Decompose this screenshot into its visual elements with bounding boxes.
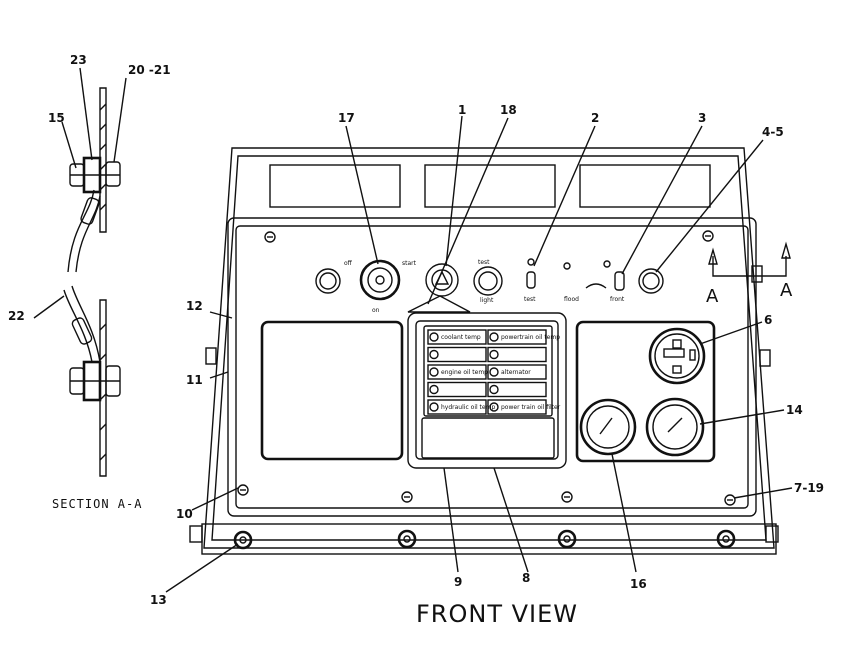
callout-11: 11 bbox=[186, 373, 203, 387]
label-light: light bbox=[480, 297, 494, 304]
label-start: start bbox=[402, 260, 417, 267]
front-view-title: FRONT VIEW bbox=[416, 600, 578, 628]
indicator-lamp-icon bbox=[429, 349, 439, 360]
indicator-label: power train oil filter bbox=[501, 404, 561, 411]
callout-6: 6 bbox=[764, 313, 772, 327]
panel-outline bbox=[189, 147, 779, 555]
indicator-frame bbox=[427, 329, 487, 345]
callout-12: 12 bbox=[186, 299, 203, 313]
indicator-lamp-icon bbox=[489, 402, 499, 412]
indicator-light: hydraulic oil temp bbox=[427, 399, 495, 415]
indicator-frame bbox=[427, 399, 487, 415]
indicator-lamp-icon bbox=[489, 367, 499, 377]
blank-module bbox=[260, 320, 404, 461]
callout-13: 13 bbox=[150, 593, 167, 607]
section-mark-left: A bbox=[706, 286, 719, 307]
callout-2: 2 bbox=[591, 111, 599, 125]
callout-18: 18 bbox=[500, 103, 517, 117]
callout-9: 9 bbox=[454, 575, 462, 589]
indicator-frame bbox=[487, 329, 547, 345]
section-mark-right: A bbox=[780, 280, 793, 301]
callout-14: 14 bbox=[786, 403, 803, 417]
indicator-lamp-icon bbox=[429, 402, 439, 412]
indicator-list: coolant temp powertrain oil temp engine oi… bbox=[427, 329, 561, 415]
indicator-light bbox=[427, 346, 487, 363]
indicator-lamp-icon bbox=[429, 367, 439, 377]
indicator-label: coolant temp bbox=[441, 334, 481, 341]
indicator-frame bbox=[487, 381, 547, 398]
callout-3: 3 bbox=[698, 111, 706, 125]
indicator-label: powertrain oil temp bbox=[501, 334, 560, 341]
callout-22: 22 bbox=[8, 309, 25, 323]
indicator-light bbox=[487, 381, 547, 398]
label-flood: flood bbox=[564, 296, 579, 303]
indicator-label: engine oil temp bbox=[441, 369, 488, 376]
indicator-frame bbox=[427, 381, 487, 398]
callout-7-19: 7-19 bbox=[794, 481, 824, 495]
callout-17: 17 bbox=[338, 111, 355, 125]
gauge-module bbox=[575, 320, 716, 463]
indicator-frame bbox=[487, 364, 547, 380]
indicator-light: powertrain oil temp bbox=[487, 329, 560, 345]
label-on: on bbox=[372, 307, 380, 314]
indicator-label: alternator bbox=[501, 369, 531, 376]
indicator-lamp-icon bbox=[429, 384, 439, 395]
indicator-lamp-icon bbox=[429, 332, 439, 342]
indicator-lamp-icon bbox=[489, 349, 499, 360]
label-test-light-top: test bbox=[478, 259, 490, 266]
indicator-panel bbox=[407, 312, 567, 469]
callout-20-21: 20 -21 bbox=[128, 63, 171, 77]
callout-16: 16 bbox=[630, 577, 647, 591]
callout-10: 10 bbox=[176, 507, 193, 521]
label-off: off bbox=[344, 260, 353, 267]
indicator-light: coolant temp bbox=[427, 329, 487, 345]
leader-lines bbox=[165, 115, 793, 593]
indicator-light: alternator bbox=[487, 364, 547, 380]
indicator-light: engine oil temp bbox=[427, 364, 488, 380]
indicator-light bbox=[427, 381, 487, 398]
indicator-lamp-icon bbox=[489, 332, 499, 342]
indicator-light bbox=[487, 346, 547, 363]
mounting-screws bbox=[233, 230, 736, 550]
section-cut-markers bbox=[708, 241, 791, 277]
callout-4-5: 4-5 bbox=[762, 125, 784, 139]
callout-23: 23 bbox=[70, 53, 87, 67]
control-row bbox=[315, 258, 664, 313]
indicator-frame bbox=[427, 346, 487, 363]
label-test: test bbox=[524, 296, 536, 303]
indicator-label: hydraulic oil temp bbox=[441, 404, 495, 411]
label-front: front bbox=[610, 296, 625, 303]
callout-15: 15 bbox=[48, 111, 65, 125]
indicator-light: power train oil filter bbox=[487, 399, 561, 415]
section-label: SECTION A-A bbox=[52, 497, 142, 511]
callout-1: 1 bbox=[458, 103, 466, 117]
indicator-frame bbox=[427, 364, 487, 380]
callout-8: 8 bbox=[522, 571, 530, 585]
indicator-frame bbox=[487, 346, 547, 363]
indicator-frame bbox=[487, 399, 547, 415]
section-a-a-detail bbox=[33, 67, 127, 477]
indicator-lamp-icon bbox=[489, 384, 499, 395]
